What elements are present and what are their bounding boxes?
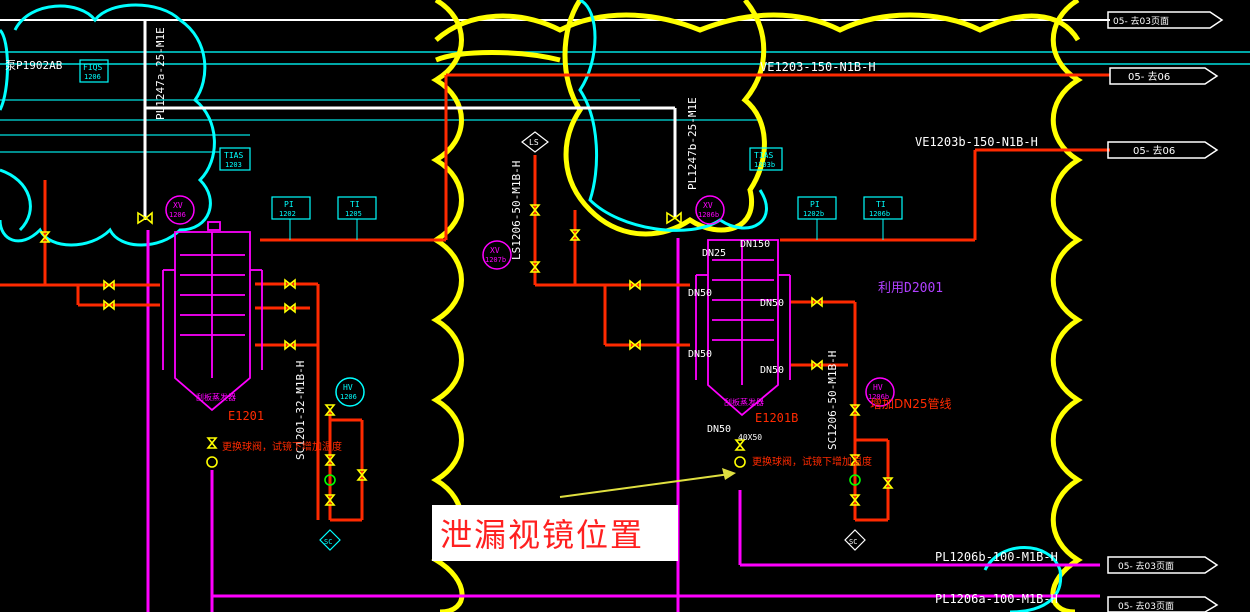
- line-pl1247b: PL1247b-25-M1E: [686, 97, 699, 190]
- instr-num: 1207b: [485, 256, 506, 264]
- instr-num: 1202b: [803, 210, 824, 218]
- offpage-label: 05- 去03页面: [1118, 600, 1174, 612]
- instr-num: 1206b: [698, 211, 719, 219]
- offpage-connectors: [1107, 11, 1224, 612]
- instr-num: 1203b: [754, 161, 775, 169]
- equip-e1201b: E1201B: [755, 411, 798, 425]
- line-pl1247a: PL1247a-25-M1E: [154, 27, 167, 120]
- pid-labels: 泵P1902AB PL1247a-25-M1E PL1247b-25-M1E L…: [5, 15, 1175, 612]
- instr-tag: TI: [350, 200, 360, 209]
- instr-tag: TIAS: [754, 151, 773, 160]
- evaporator-e1201b: [695, 239, 791, 417]
- note-right: 更换球阀，试镜下增加温度: [752, 455, 872, 468]
- dn50-b: DN50: [688, 349, 712, 360]
- equip-name-right: 刮板蒸发器: [724, 397, 764, 407]
- note-left: 更换球阀，试镜下增加温度: [222, 440, 342, 453]
- line-pl1206a: PL1206a-100-M1B-H: [935, 592, 1058, 606]
- instr-tag: PI: [810, 200, 820, 209]
- instr-num: 1206b: [868, 393, 889, 401]
- instr-tag: HV: [343, 383, 353, 392]
- instr-tag: FIQS: [83, 63, 102, 72]
- dn-sub: 40X50: [738, 433, 762, 442]
- equip-e1201: E1201: [228, 409, 264, 423]
- instr-tag: TIAS: [224, 151, 243, 160]
- instr-num: 1206: [169, 211, 186, 219]
- offpage-label: 05- 去06: [1133, 145, 1175, 157]
- instr-tag: XV: [173, 201, 183, 210]
- instr-num: 1202: [279, 210, 296, 218]
- line-ls1206: LS1206-50-M1B-H: [510, 161, 523, 260]
- sc-left: SC: [324, 538, 332, 546]
- line-ve1203b: VE1203b-150-N1B-H: [915, 135, 1038, 149]
- instr-num: 1205: [345, 210, 362, 218]
- white-process-lines: [143, 20, 677, 220]
- line-pl1206b: PL1206b-100-M1B-H: [935, 550, 1058, 564]
- evaporator-e1201: [162, 221, 263, 412]
- equip-d2001: 利用D2001: [878, 281, 943, 296]
- dn150: DN150: [740, 239, 770, 250]
- cyan-clouds: [0, 0, 1063, 612]
- dn50-a: DN50: [688, 288, 712, 299]
- valve-symbols: [39, 204, 894, 506]
- dn25: DN25: [702, 248, 726, 259]
- instr-num: 1206b: [869, 210, 890, 218]
- offpage-label: 05- 去03页面: [1118, 560, 1174, 572]
- line-ve1203: VE1203-150-N1B-H: [760, 60, 876, 74]
- equip-name-left: 刮板蒸发器: [196, 392, 236, 402]
- instr-num: 1206: [340, 393, 357, 401]
- sc-right: SC: [849, 538, 857, 546]
- red-process-lines: [0, 73, 1110, 522]
- dn50-c: DN50: [760, 298, 784, 309]
- instr-tag: XV: [703, 201, 713, 210]
- instr-tag: HV: [873, 383, 883, 392]
- instr-num: 1203: [225, 161, 242, 169]
- instr-tag: PI: [284, 200, 294, 209]
- instr-tag: XV: [490, 246, 500, 255]
- tag-p1902ab: 泵P1902AB: [5, 59, 63, 72]
- instr-num: 1206: [84, 73, 101, 81]
- offpage-label: 05- 去03页面: [1113, 15, 1169, 27]
- line-sc1201: SC1201-32-M1B-H: [294, 361, 307, 460]
- instr-tag: TI: [876, 200, 886, 209]
- dn50-d: DN50: [760, 365, 784, 376]
- line-sc1206: SC1206-50-M1B-H: [826, 351, 839, 450]
- dn50-e: DN50: [707, 424, 731, 435]
- magenta-process-lines: [146, 230, 1100, 612]
- ls-tag: LS: [529, 138, 539, 147]
- callout-leak-sightglass-location: 泄漏视镜位置: [440, 516, 645, 554]
- instrument-bubbles: [79, 59, 903, 551]
- callout-arrow: [559, 468, 736, 498]
- offpage-label: 05- 去06: [1128, 71, 1170, 83]
- note-dn25: 增加DN25管线: [870, 396, 952, 411]
- callout-box: [432, 505, 678, 561]
